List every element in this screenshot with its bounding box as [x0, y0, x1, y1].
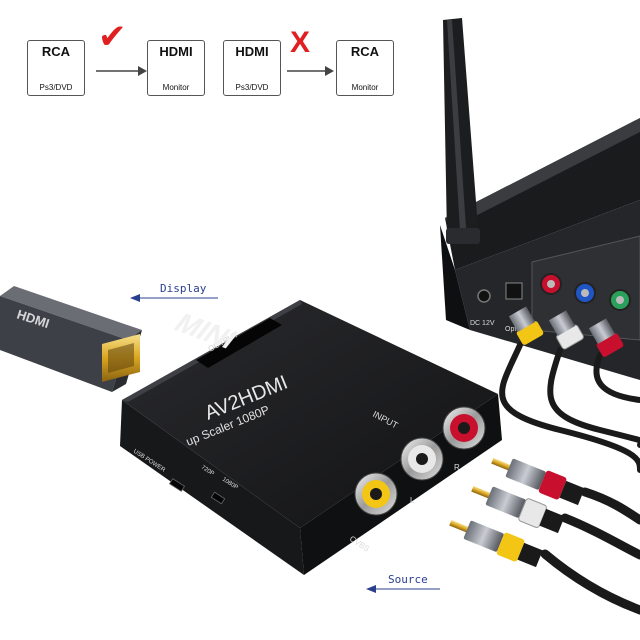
box-title: RCA	[350, 44, 380, 59]
jack-left-white	[400, 437, 444, 481]
box-title: HDMI	[159, 44, 193, 59]
rca-plug-red	[491, 457, 585, 506]
box-subtitle: Monitor	[351, 83, 379, 92]
diagram-box-hdmi-monitor: HDMI Monitor	[147, 40, 205, 96]
optical-port	[505, 282, 523, 300]
box-title: RCA	[41, 44, 71, 59]
usb-power-port	[168, 478, 186, 492]
dc-label: DC 12V	[470, 320, 495, 327]
check-mark-icon: ✔	[98, 17, 127, 57]
diagram-box-rca-source: RCA Ps3/DVD	[27, 40, 85, 96]
jack-right-red	[442, 406, 486, 450]
arrow-right-icon	[96, 66, 147, 76]
display-arrow	[130, 294, 218, 302]
diagram-box-hdmi-source: HDMI Ps3/DVD	[223, 40, 281, 96]
jack-cvbs-yellow	[354, 472, 398, 516]
dc-power-port	[477, 289, 491, 303]
left-label: L	[410, 496, 415, 505]
rca-cable-bundle-bottom	[540, 487, 640, 615]
source-arrow	[366, 585, 440, 593]
rca-cable-bundle-top	[499, 342, 640, 473]
rca-plug-white	[471, 485, 565, 534]
arrow-right-icon	[287, 66, 334, 76]
diagram-box-rca-monitor: RCA Monitor	[336, 40, 394, 96]
resolution-switch[interactable]	[210, 491, 226, 505]
box-subtitle: Ps3/DVD	[235, 83, 269, 92]
compatibility-diagram	[33, 61, 386, 77]
rca-plug-yellow	[449, 519, 543, 568]
source-label: Source	[388, 573, 428, 586]
box-subtitle: Ps3/DVD	[39, 83, 73, 92]
display-label: Display	[160, 282, 207, 295]
component-jacks	[540, 273, 631, 311]
rca-plugs-into-player	[508, 306, 624, 357]
hdmi-plug: HDMI	[0, 286, 142, 392]
right-label: R	[454, 463, 460, 472]
antenna	[443, 18, 480, 244]
cross-mark-icon: X	[290, 26, 311, 59]
optical-label: Opt	[505, 326, 516, 333]
box-title: HDMI	[235, 44, 269, 59]
av2hdmi-converter: OUTPUT MINI AV2HDMI up Scaler 1080P INPU…	[120, 300, 502, 575]
box-subtitle: Monitor	[162, 83, 190, 92]
